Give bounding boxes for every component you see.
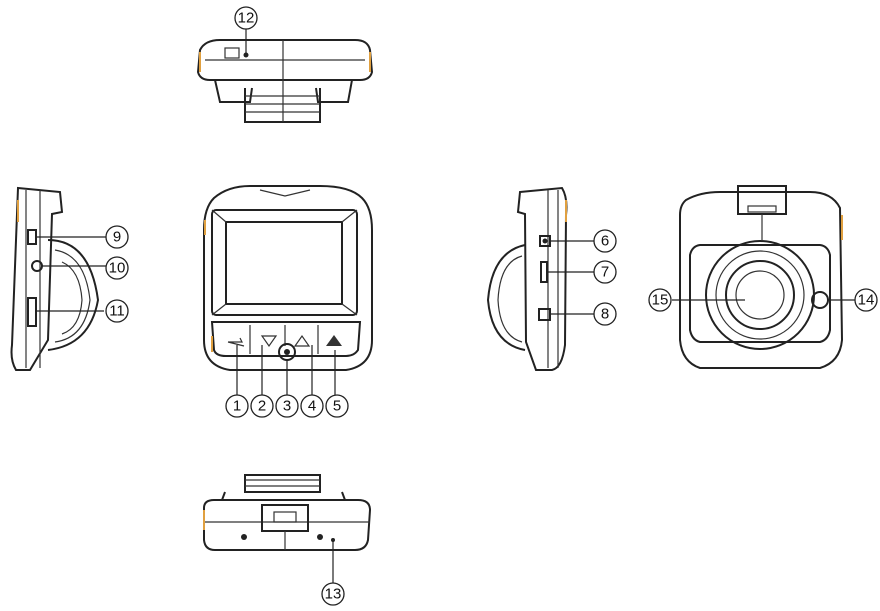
callout-12: 12 — [234, 6, 258, 30]
callout-7-label: 7 — [601, 264, 609, 281]
rear-view — [679, 185, 844, 369]
callout-2-label: 2 — [258, 398, 266, 415]
left-side-view — [10, 186, 100, 371]
callout-6-label: 6 — [601, 233, 609, 250]
callout-10: 10 — [105, 256, 129, 280]
callout-2: 2 — [250, 394, 274, 418]
callout-4-label: 4 — [308, 398, 316, 415]
callout-10-label: 10 — [109, 260, 126, 277]
callout-15: 15 — [648, 288, 672, 312]
callout-9-label: 9 — [113, 229, 121, 246]
down-triangle-icon — [260, 335, 278, 348]
menu-return-icon — [227, 337, 245, 347]
callout-1: 1 — [225, 394, 249, 418]
callout-1-label: 1 — [233, 398, 241, 415]
display-screen — [211, 209, 358, 316]
up-triangle-icon — [293, 334, 311, 347]
callout-5-label: 5 — [333, 398, 341, 415]
callout-9: 9 — [105, 225, 129, 249]
callout-11: 11 — [105, 299, 129, 323]
callout-3: 3 — [275, 394, 299, 418]
callout-14: 14 — [854, 288, 878, 312]
bottom-view — [203, 474, 372, 551]
callout-8: 8 — [593, 302, 617, 326]
record-triangle-icon — [326, 335, 342, 346]
callout-12-label: 12 — [238, 10, 255, 27]
callout-15-label: 15 — [652, 292, 669, 309]
callout-8-label: 8 — [601, 306, 609, 323]
leader-lines — [36, 28, 855, 583]
top-view — [196, 39, 374, 123]
camera-lens — [705, 240, 815, 350]
callout-11-label: 11 — [109, 303, 125, 320]
callout-14-label: 14 — [858, 292, 875, 309]
callout-13-label: 13 — [325, 586, 342, 603]
callout-7: 7 — [593, 260, 617, 284]
callout-13: 13 — [321, 582, 345, 606]
callout-3-label: 3 — [283, 398, 291, 415]
callout-4: 4 — [300, 394, 324, 418]
front-view — [203, 185, 373, 371]
callout-6: 6 — [593, 229, 617, 253]
callout-5: 5 — [325, 394, 349, 418]
right-side-view — [486, 186, 568, 371]
